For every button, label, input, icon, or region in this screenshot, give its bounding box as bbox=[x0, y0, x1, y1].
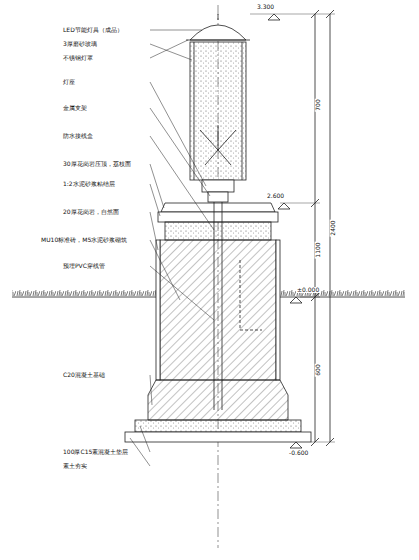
elevation-label: 2.600 bbox=[266, 193, 285, 199]
note-label: 金属支架 bbox=[62, 105, 88, 111]
elevation-label: ±0.000 bbox=[296, 287, 320, 293]
note-label: 3厚磨砂玻璃 bbox=[62, 41, 98, 47]
note-label: 1:2水泥砂浆粘结层 bbox=[62, 181, 116, 187]
elevation-label: -0.600 bbox=[288, 450, 309, 456]
note-label: 30厚花岗岩压顶，荔枝面 bbox=[62, 161, 132, 167]
note-label: 不锈钢灯罩 bbox=[62, 55, 94, 61]
note-label: 灯座 bbox=[62, 79, 76, 85]
note-label: 素土夯实 bbox=[62, 463, 88, 469]
dimension-label: 2400 bbox=[330, 219, 336, 236]
note-label: 20厚花岗岩，自然面 bbox=[62, 209, 120, 215]
note-label: LED节能灯具（成品） bbox=[62, 27, 124, 33]
note-label: MU10标准砖，M5水泥砂浆砌筑 bbox=[40, 237, 128, 243]
note-label: 100厚C15素混凝土垫层 bbox=[62, 449, 129, 455]
note-label: C20混凝土基础 bbox=[62, 372, 106, 378]
note-label: 防水接线盒 bbox=[62, 133, 94, 139]
dimension-label: 1100 bbox=[315, 241, 321, 258]
dimension-label: 600 bbox=[315, 363, 321, 376]
dimension-label: 700 bbox=[315, 98, 321, 111]
note-label: 预埋PVC穿线管 bbox=[62, 263, 106, 269]
elevation-label: 3.300 bbox=[256, 4, 275, 10]
